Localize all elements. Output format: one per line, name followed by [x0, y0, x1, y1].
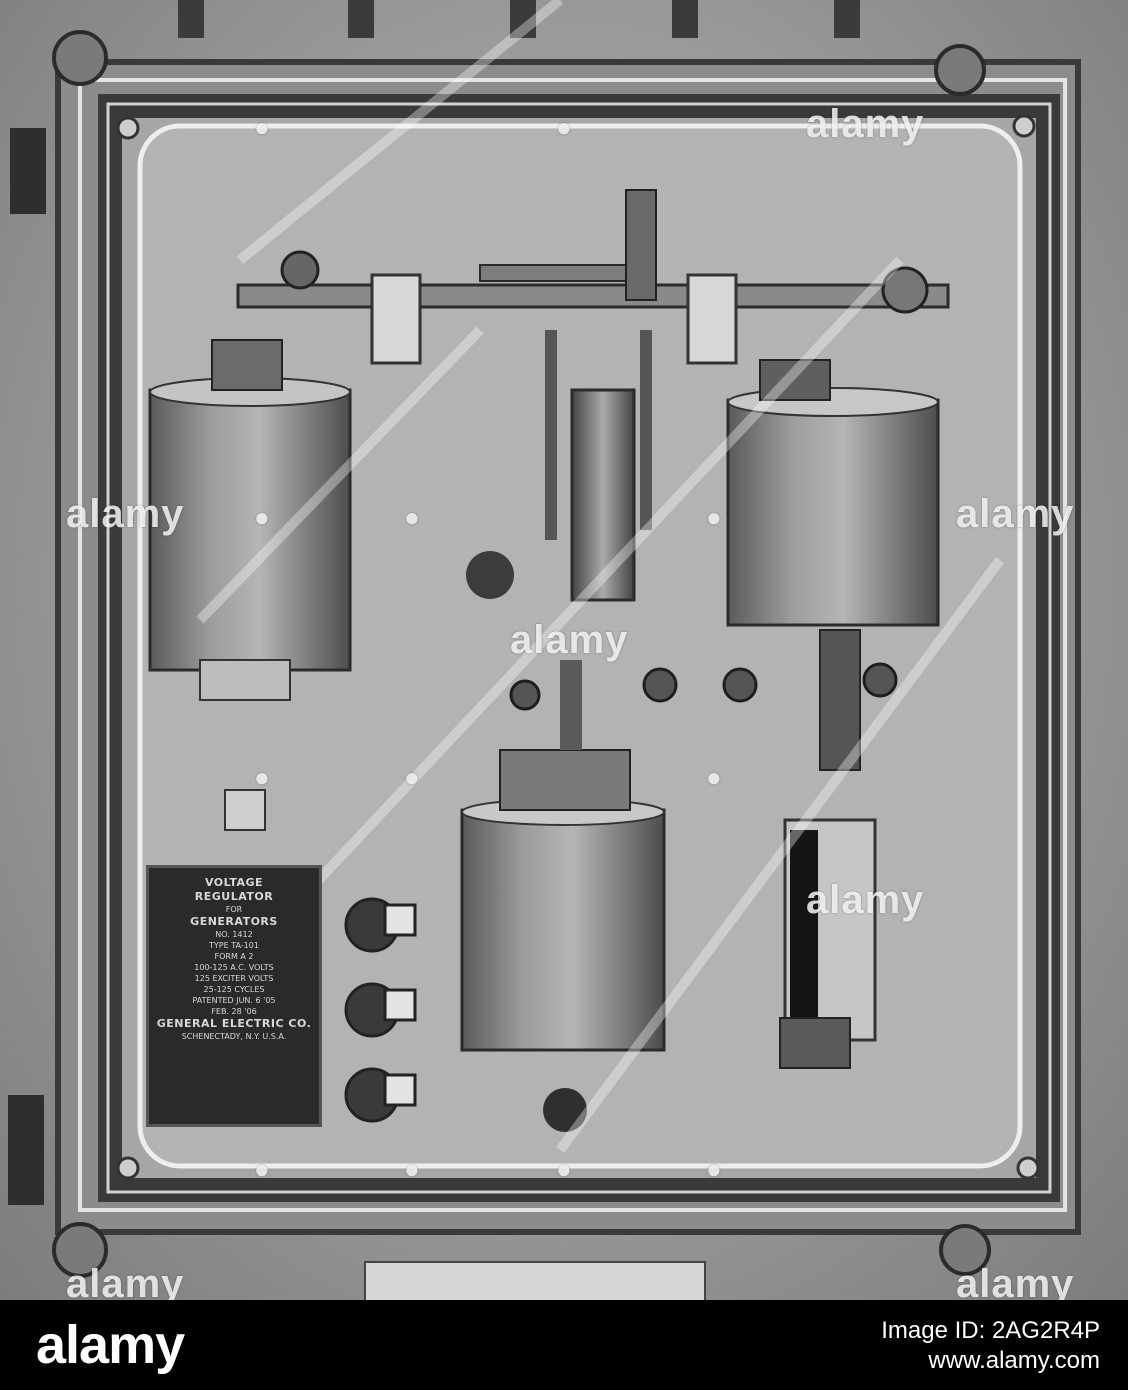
nameplate-line: FORM A 2 [214, 952, 254, 961]
watermark: alamy [806, 878, 925, 922]
watermark: alamy [66, 492, 185, 536]
watermark-dot-icon: ● [254, 112, 271, 142]
nameplate-line: FEB. 28 '06 [211, 1007, 257, 1016]
watermark: alamy [66, 1262, 185, 1300]
site-url: www.alamy.com [928, 1347, 1100, 1374]
watermark-dot-icon: ● [404, 502, 421, 532]
watermark-dot-icon: ● [254, 1154, 271, 1184]
watermark: alamy [806, 102, 925, 146]
watermark-dot-icon: ● [556, 1154, 573, 1184]
watermark: alamy [956, 492, 1075, 536]
nameplate: VOLTAGE REGULATOR FOR GENERATORS NO. 141… [146, 865, 322, 1127]
watermark-dot-icon: ● [254, 502, 271, 532]
nameplate-line: GENERAL ELECTRIC CO. [156, 1017, 312, 1030]
image-info: Image ID: 2AG2R4P www.alamy.com [881, 1316, 1100, 1376]
watermark-dot-icon: ● [404, 1154, 421, 1184]
nameplate-line: 25-125 CYCLES [203, 985, 265, 994]
nameplate-line: REGULATOR [194, 890, 274, 903]
watermark-dot-icon: ● [404, 762, 421, 792]
footer-bar: alamy Image ID: 2AG2R4P www.alamy.com [0, 1300, 1128, 1390]
watermark-dot-icon: ● [706, 502, 723, 532]
nameplate-line: GENERATORS [190, 915, 278, 928]
nameplate-line: TYPE TA-101 [209, 941, 259, 950]
photo: VOLTAGE REGULATOR FOR GENERATORS NO. 141… [0, 0, 1128, 1300]
nameplate-line: PATENTED JUN. 6 '05 [192, 996, 276, 1005]
alamy-logo: alamy [36, 1315, 185, 1375]
watermark: alamy [510, 618, 629, 662]
watermark-dot-icon: ● [706, 1154, 723, 1184]
watermark-dot-icon: ● [254, 762, 271, 792]
regulator-panel-illustration [8, 0, 1081, 1300]
nameplate-line: VOLTAGE [204, 876, 264, 889]
watermark-dot-icon: ● [706, 762, 723, 792]
nameplate-line: FOR [225, 905, 243, 914]
nameplate-line: 125 EXCITER VOLTS [194, 974, 274, 983]
image-id: Image ID: 2AG2R4P [881, 1317, 1100, 1344]
nameplate-line: 100-125 A.C. VOLTS [194, 963, 274, 972]
nameplate-line: SCHENECTADY, N.Y. U.S.A. [181, 1032, 287, 1041]
watermark-dot-icon: ● [556, 112, 573, 142]
watermark: alamy [956, 1262, 1075, 1300]
nameplate-line: NO. 1412 [215, 930, 253, 939]
